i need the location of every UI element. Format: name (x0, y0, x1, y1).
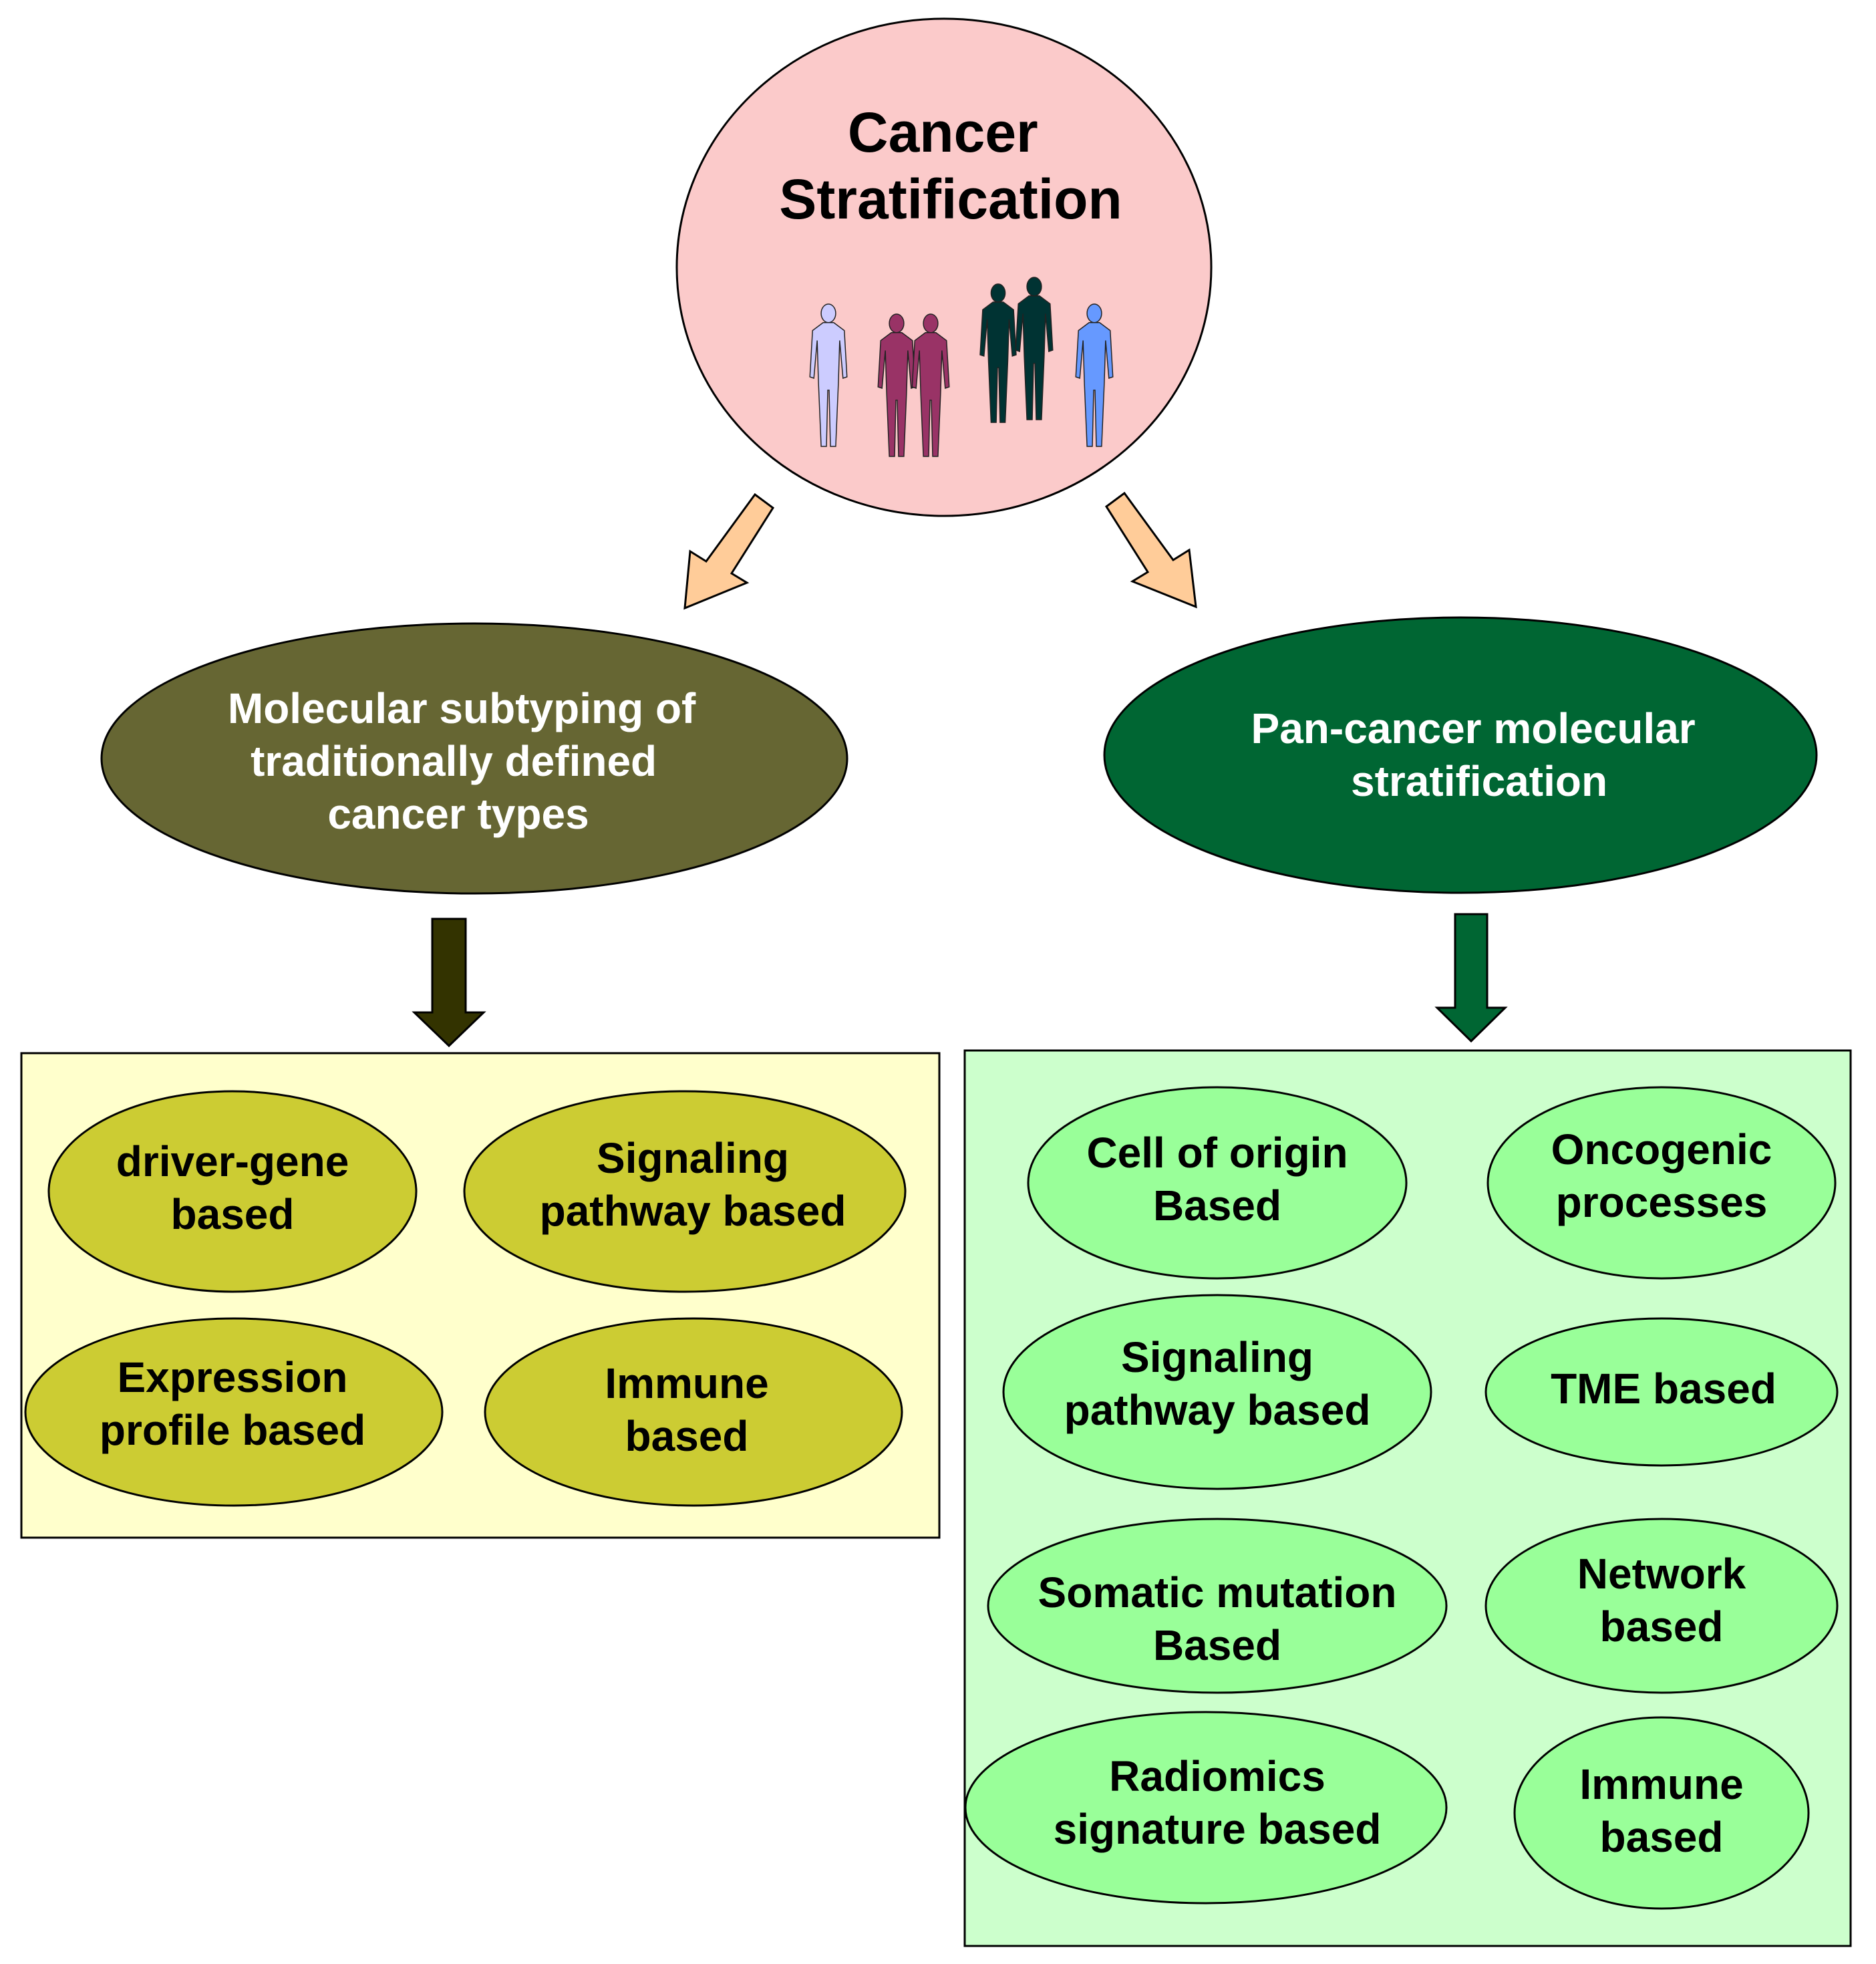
right-box-item-ellipse (1484, 1317, 1839, 1467)
arrow-to-right-branch (1104, 491, 1197, 609)
right-box-item-label: TME based (1551, 1365, 1776, 1413)
left-box-item-ellipse (47, 1090, 418, 1293)
right-branch-line-2: stratification (1351, 757, 1607, 805)
right-box-item-label-line: based (1600, 1602, 1724, 1651)
right-box-item-label-line: Immune (1579, 1760, 1743, 1808)
right-box-item-label: Radiomics signature based (1054, 1752, 1382, 1853)
left-box-item-label-line: Expression (117, 1353, 347, 1401)
right-box-item-label-line: Network (1577, 1550, 1746, 1598)
right-box-item-label-line: signature based (1054, 1805, 1382, 1853)
right-box-item-tme-based: TME based (1484, 1317, 1839, 1467)
left-box-item-ellipse (484, 1317, 903, 1507)
right-box-item-immune-based: Immune based (1513, 1716, 1810, 1910)
left-branch-line-1: Molecular subtyping of (228, 684, 696, 732)
right-box-item-label-line: Oncogenic (1551, 1125, 1772, 1173)
left-box-item-label-line: driver-gene (116, 1137, 349, 1185)
arrow-to-left-box (412, 918, 486, 1048)
left-box-item-label: Signaling pathway based (540, 1134, 846, 1235)
left-box-item-driver-gene-based: driver-gene based (47, 1090, 418, 1293)
left-box-item-label: Expression profile based (100, 1353, 365, 1454)
left-box-item-label-line: Immune (605, 1359, 768, 1407)
right-branch-line-1: Pan-cancer molecular (1251, 704, 1696, 752)
left-branch-label: Molecular subtyping of traditionally def… (228, 684, 708, 838)
arrow-to-right-box (1434, 913, 1508, 1043)
right-box-item-label-line: based (1600, 1813, 1724, 1861)
right-box-item-label: Signaling pathway based (1064, 1333, 1371, 1434)
left-branch-node: Molecular subtyping of traditionally def… (100, 622, 848, 895)
people-silhouettes (809, 277, 1114, 457)
left-box-item-ellipse (24, 1317, 444, 1507)
left-box-item-label: Immune based (605, 1359, 768, 1460)
left-box-item-ellipse (463, 1090, 907, 1293)
left-branch-line-3: cancer types (327, 790, 589, 838)
right-box-item-label-line: Cell of origin (1086, 1129, 1348, 1177)
right-box-item-ellipse (1513, 1716, 1810, 1910)
right-box-item-radiomics-signature-based: Radiomics signature based (964, 1711, 1448, 1905)
right-box-item-oncogenic-processes: Oncogenic processes (1487, 1086, 1837, 1280)
left-box-item-label: driver-gene based (116, 1137, 349, 1238)
right-box-item-ellipse (987, 1518, 1448, 1694)
left-box-item-label-line: based (171, 1190, 295, 1238)
right-box-item-label: Oncogenic processes (1551, 1125, 1772, 1226)
right-box-item-ellipse (964, 1711, 1448, 1905)
right-box-item-label-line: Somatic mutation (1038, 1568, 1397, 1617)
right-branch-label: Pan-cancer molecular stratification (1251, 704, 1708, 805)
arrow-to-left-branch (683, 493, 775, 610)
person-silhouette-icon (1015, 277, 1054, 420)
person-silhouette-icon (877, 313, 916, 457)
left-box-item-label-line: profile based (100, 1406, 365, 1454)
right-box-item-ellipse (1027, 1086, 1408, 1280)
right-box-item-label-line: Based (1153, 1621, 1281, 1669)
right-box-item-label-line: processes (1556, 1178, 1768, 1226)
left-box-item-immune-based: Immune based (484, 1317, 903, 1507)
person-silhouette-icon (809, 303, 848, 447)
right-box-item-signaling-pathway-based: Signaling pathway based (1002, 1294, 1432, 1490)
person-silhouette-icon (1075, 303, 1114, 447)
right-box-item-label-line: Radiomics (1109, 1752, 1325, 1800)
left-box-item-label-line: Signaling (597, 1134, 789, 1182)
right-box-item-ellipse (1002, 1294, 1432, 1490)
left-box: driver-gene based Signaling pathway basedEx… (20, 1052, 941, 1539)
left-box-item-label-line: based (625, 1412, 749, 1460)
right-box-item-label-line: pathway based (1064, 1386, 1371, 1434)
right-box-item-label-line: TME based (1551, 1365, 1776, 1413)
root-title: Cancer Stratification (779, 101, 1122, 231)
left-box-item-signaling-pathway-based: Signaling pathway based (463, 1090, 907, 1293)
right-box-item-ellipse (1487, 1086, 1837, 1280)
root-node: Cancer Stratification (675, 17, 1213, 517)
left-branch-line-2: traditionally defined (251, 737, 657, 785)
right-box-item-label: Immune based (1579, 1760, 1743, 1861)
root-title-line-2: Stratification (779, 168, 1122, 231)
right-box-item-label-line: Based (1153, 1181, 1281, 1230)
right-branch-node: Pan-cancer molecular stratification (1103, 616, 1818, 894)
right-box-item-label-line: Signaling (1121, 1333, 1313, 1381)
left-box-item-expression-profile-based: Expression profile based (24, 1317, 444, 1507)
root-title-line-1: Cancer (848, 101, 1038, 164)
left-box-item-label-line: pathway based (540, 1187, 846, 1235)
right-box-item-ellipse (1484, 1518, 1839, 1694)
person-silhouette-icon (911, 313, 950, 457)
person-silhouette-icon (979, 283, 1017, 423)
